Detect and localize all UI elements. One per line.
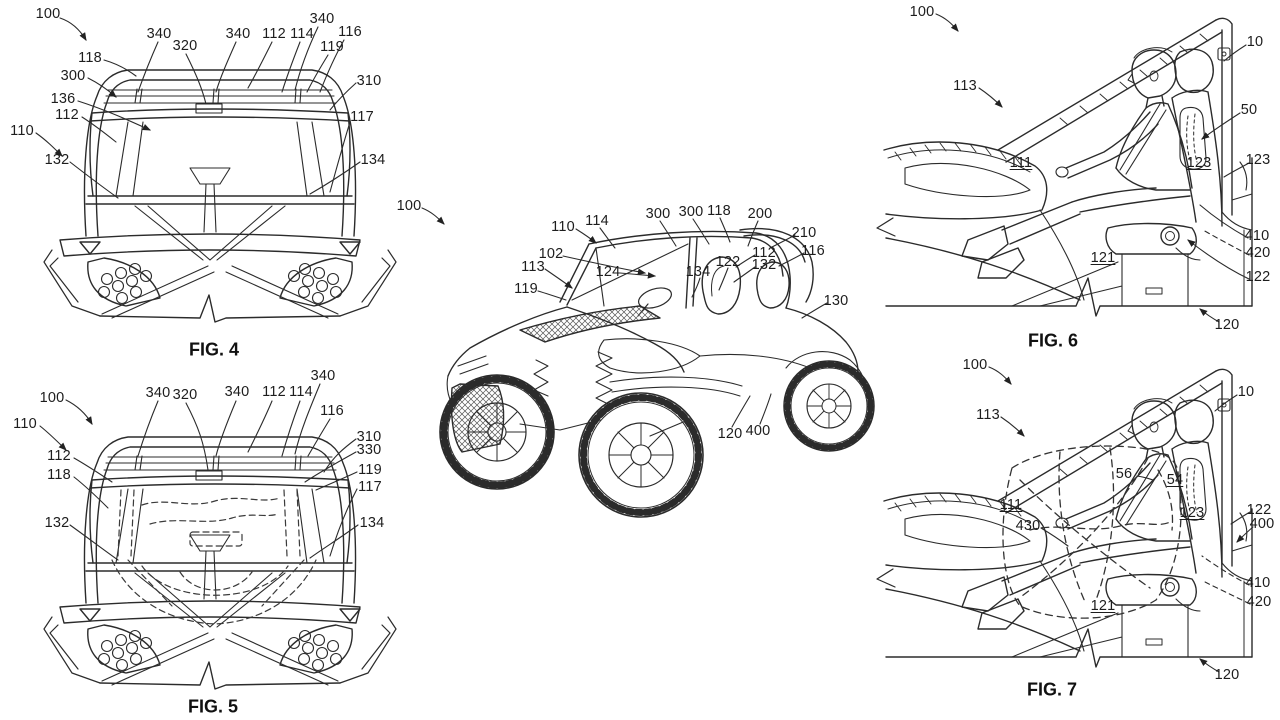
fig6-caption: FIG. 6 bbox=[1027, 330, 1079, 351]
fig7-caption: FIG. 7 bbox=[1026, 679, 1078, 700]
fig5-caption: FIG. 5 bbox=[187, 696, 239, 717]
fig4-caption: FIG. 4 bbox=[188, 339, 240, 360]
